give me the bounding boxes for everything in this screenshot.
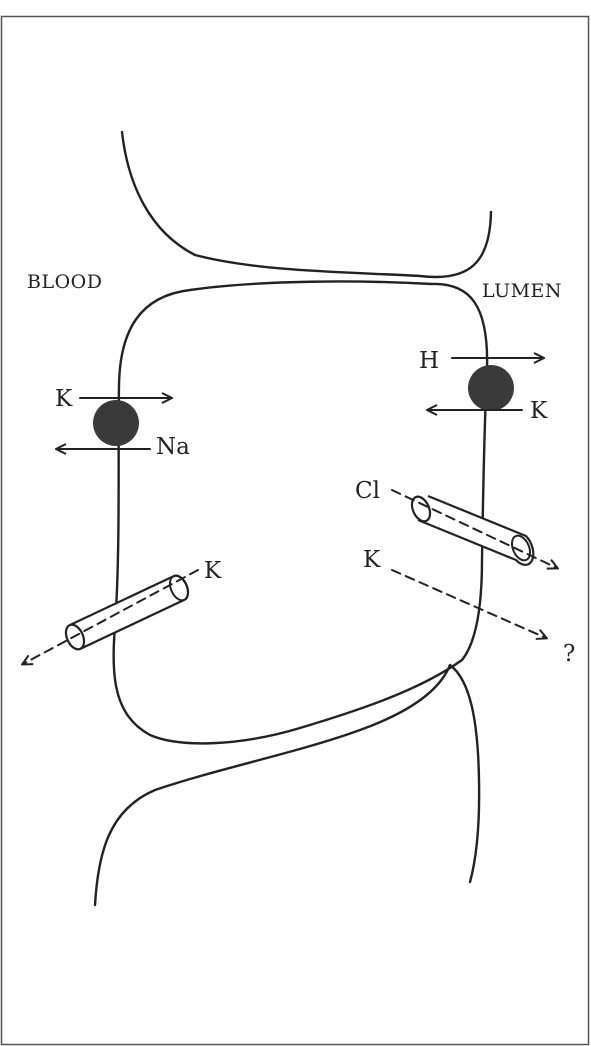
k-pump-label-lumen: K: [530, 398, 548, 424]
cl-channel-label: Cl: [355, 478, 380, 504]
blood-label: BLOOD: [27, 271, 102, 293]
k-channel-label-blood: K: [204, 558, 222, 584]
k-channel-flux-arrow: [23, 570, 198, 664]
lower-cell-membrane: [95, 665, 479, 905]
h-pump-label: H: [419, 348, 439, 374]
unknown-pathway-label: ?: [563, 641, 575, 667]
cl-channel-lumen: [408, 494, 533, 565]
na-pump-label: Na: [156, 434, 190, 460]
lumen-label: LUMEN: [482, 280, 562, 302]
k-lumen-flux-arrow: [392, 570, 546, 638]
na-k-pump: [93, 400, 139, 446]
k-pump-label-blood: K: [55, 386, 73, 412]
upper-cell-membrane: [122, 132, 491, 277]
h-k-pump: [468, 365, 514, 411]
k-flux-label-lumen: K: [363, 547, 381, 573]
